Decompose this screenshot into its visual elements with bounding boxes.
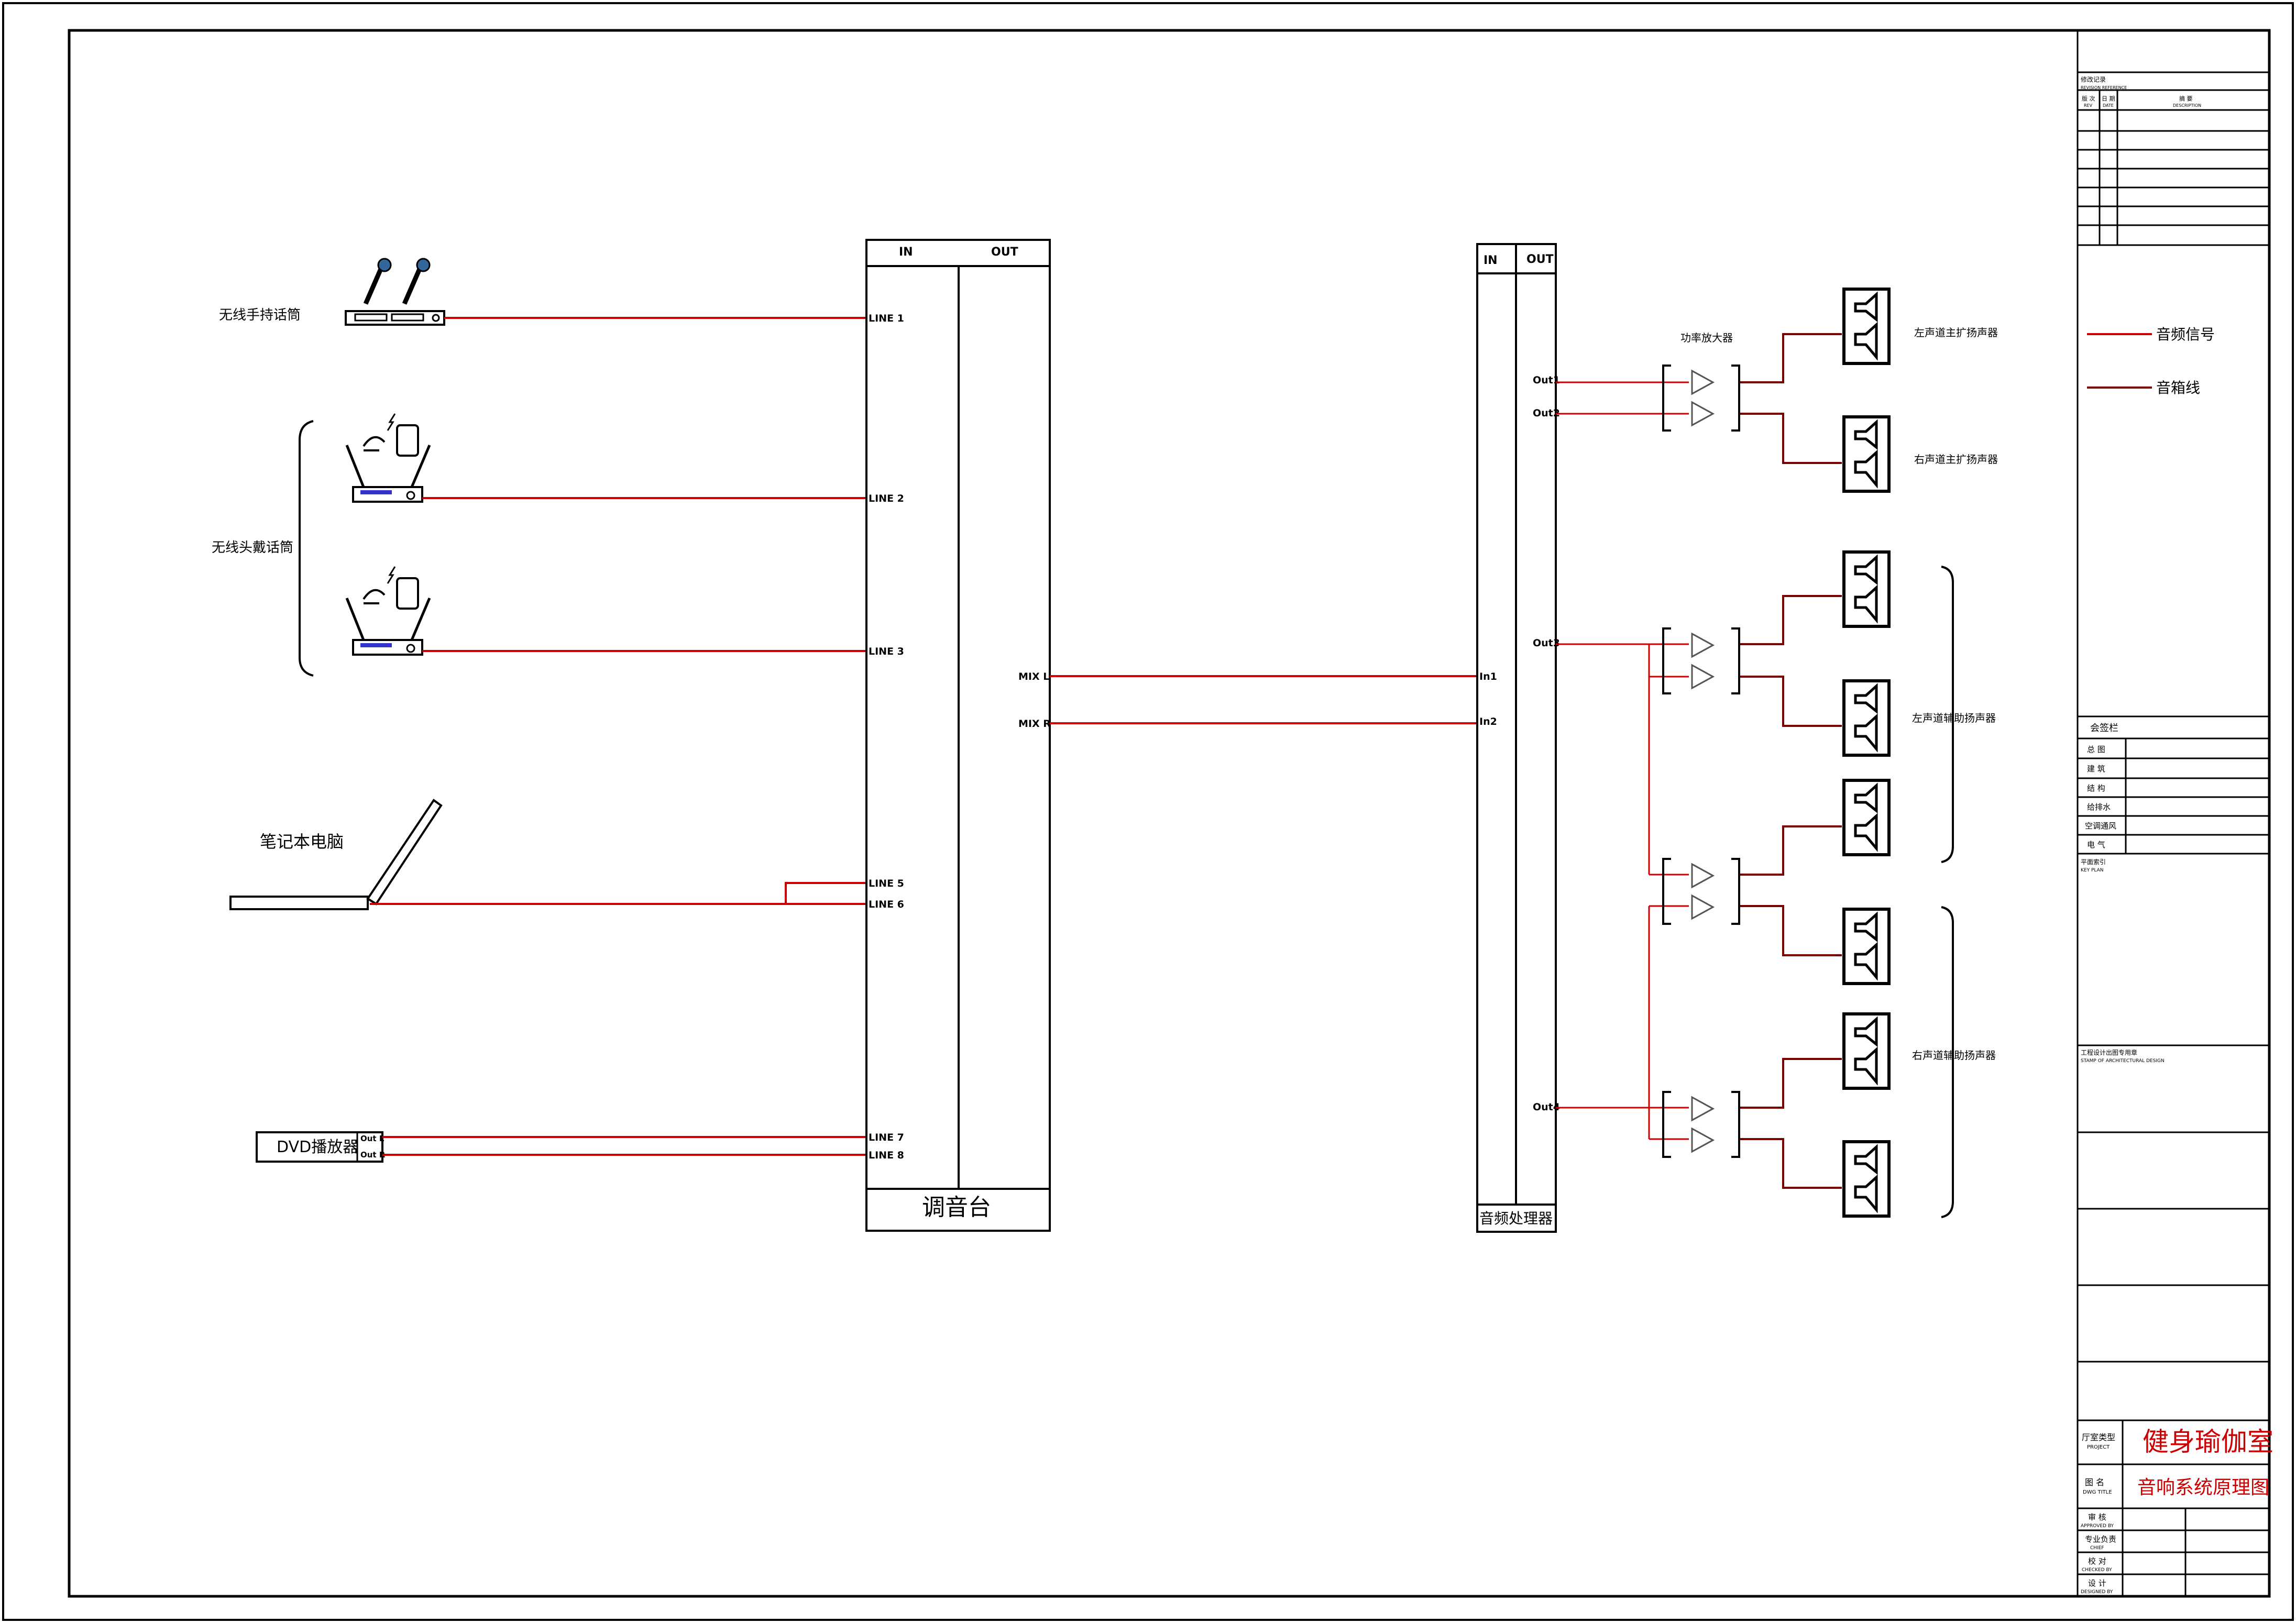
drawing-label: 图 名 [2085,1477,2104,1487]
desc-col: 摘 要 [2179,95,2193,102]
rev-col-en: REV [2084,103,2093,108]
mixer-input-line8: LINE 8 [869,1150,904,1161]
countersign-title: 会签栏 [2090,723,2118,734]
legend-audio-signal: 音频信号 [2156,326,2215,343]
processor-input-in2: In2 [1479,716,1497,727]
amplifier-3 [1662,858,1740,925]
sign-approved: 审 核 [2088,1512,2106,1522]
headset-receiver-1 [347,414,430,502]
left-main-label: 左声道主扩扬声器 [1914,326,1998,339]
speaker-left-main [1844,289,1889,363]
amplifier-2 [1662,627,1740,694]
speaker-lines [1740,333,1842,1189]
countersign-row-2: 建 筑 [2087,764,2105,774]
mixer-out-label: OUT [991,246,1018,259]
key-plan-label-en: KEY PLAN [2081,868,2103,873]
mixer-input-line1: LINE 1 [869,313,904,324]
processor-in-label: IN [1484,254,1498,267]
sign-chief: 专业负责 [2085,1534,2116,1544]
countersign-row-1: 总 图 [2087,745,2105,754]
countersign-row-3: 结 构 [2087,783,2105,793]
mixer-input-line2: LINE 2 [869,493,904,504]
date-col-en: DATE [2103,103,2114,108]
mixer-in-label: IN [899,246,913,259]
mixer-name: 调音台 [922,1194,991,1221]
title-block-grid [2077,30,2270,1596]
project-label-en: PROJECT [2087,1444,2110,1450]
rev-col: 版 次 [2082,95,2095,102]
amplifier-4 [1662,1091,1740,1158]
processor-out-label: OUT [1526,253,1554,266]
handheld-mic-label: 无线手持话筒 [219,307,301,323]
speaker-right-aux-2 [1844,1014,1889,1088]
handheld-mic-receiver [345,258,445,326]
dvd-label: DVD播放器 [277,1138,358,1156]
mixer-box [865,239,1051,1232]
key-plan-label: 平面索引 [2081,858,2106,866]
laptop-label: 笔记本电脑 [260,832,344,852]
date-col: 日 期 [2102,95,2115,102]
stamp-label-en: STAMP OF ARCHITECTURAL DESIGN [2081,1058,2165,1064]
revision-title-en: REVISION REFERENCE [2081,85,2127,90]
mix-bus-lines [1050,675,1477,724]
processor-output-out1: Out1 [1533,374,1560,386]
amplifier-1 [1662,365,1740,432]
processor-output-out3: Out3 [1533,637,1560,649]
drawing-title: 音响系统原理图 [2137,1477,2269,1498]
speaker-left-aux-1 [1844,552,1889,626]
dvd-out-r: Out R [360,1150,386,1160]
speaker-right-aux-1 [1844,909,1889,984]
right-aux-brace [1941,906,1954,1218]
left-aux-brace [1941,566,1954,863]
countersign-row-5: 空调通风 [2085,821,2116,831]
stamp-label: 工程设计出图专用章 [2081,1048,2137,1056]
drawing-label-en: DWG TITLE [2083,1489,2112,1495]
processor-output-out2: Out2 [1533,407,1560,419]
right-main-label: 右声道主扩扬声器 [1914,453,1998,466]
headset-receiver-2 [347,567,430,655]
dvd-out-l: Out L [360,1134,385,1143]
source-signal-lines [370,317,866,1156]
speaker-right-main [1844,417,1889,491]
speaker-left-aux-3 [1844,780,1889,855]
mixer-input-line6: LINE 6 [869,899,904,910]
headset-group-brace [299,420,314,677]
speaker-right-aux-3 [1844,1142,1889,1216]
mixer-input-line3: LINE 3 [869,646,904,657]
amplifier-label: 功率放大器 [1680,332,1733,344]
processor-input-in1: In1 [1479,671,1497,682]
drawing-border [68,29,2271,1598]
processor-output-out4: Out4 [1533,1101,1560,1113]
legend-speaker-line: 音箱线 [2156,379,2200,396]
processor-name: 音频处理器 [1479,1210,1553,1227]
sign-chief-en: CHIEF [2090,1545,2104,1551]
countersign-row-6: 电 气 [2087,840,2105,849]
processor-output-lines [1556,381,1689,1140]
laptop-icon [229,799,443,910]
mixer-output-mixr: MIX R [1018,718,1051,730]
legend [2087,333,2152,389]
desc-col-en: DESCRIPTION [2173,103,2201,108]
headset-mic-label: 无线头戴话筒 [212,540,293,556]
mixer-output-mixl: MIX L [1018,671,1049,682]
sign-checked: 校 对 [2088,1556,2106,1566]
project-name: 健身瑜伽室 [2143,1427,2273,1457]
dvd-player [256,1131,383,1163]
right-aux-label: 右声道辅助扬声器 [1912,1049,1996,1062]
sign-approved-en: APPROVED BY [2081,1523,2114,1529]
sign-checked-en: CHECKED BY [2082,1567,2112,1573]
project-label: 厅室类型 [2082,1432,2115,1442]
speaker-left-aux-2 [1844,681,1889,755]
sign-designed: 设 计 [2088,1578,2106,1588]
processor-box [1476,243,1557,1233]
countersign-row-4: 给排水 [2087,802,2111,812]
revision-title: 修改记录 [2081,75,2106,83]
mixer-input-line5: LINE 5 [869,878,904,889]
left-aux-label: 左声道辅助扬声器 [1912,712,1996,724]
sign-designed-en: DESIGNED BY [2081,1589,2113,1595]
mixer-input-line7: LINE 7 [869,1132,904,1143]
